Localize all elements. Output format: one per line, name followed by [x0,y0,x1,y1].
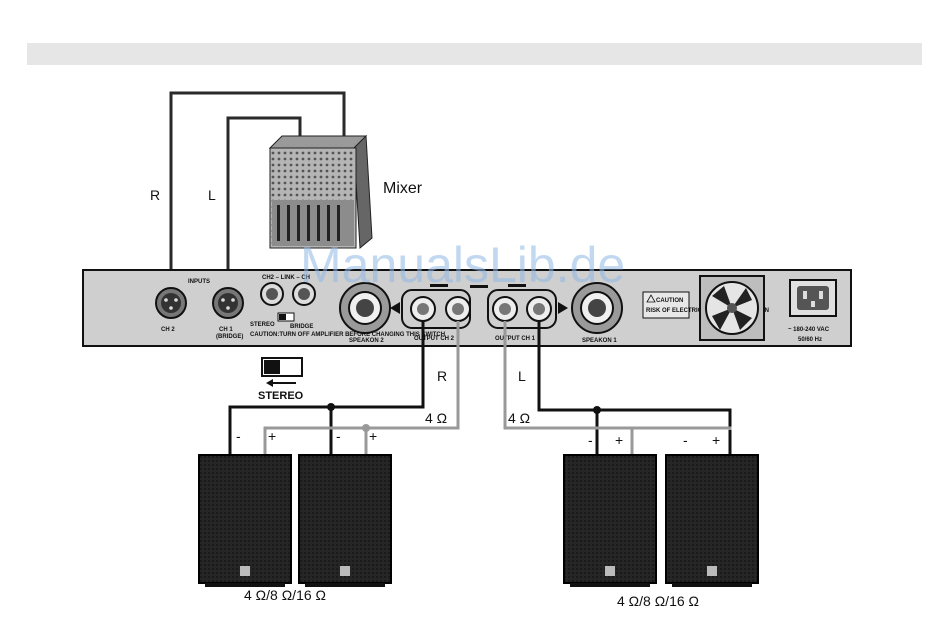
caution-label: CAUTION [656,298,683,304]
output-cables-ch2 [228,321,460,455]
xlr-input-ch1 [212,287,244,319]
speaker-2 [298,454,392,587]
caution-small-text: CAUTION:TURN OFF AMPLIFIER BEFORE CHANGI… [250,332,445,338]
svg-text:-: - [236,428,241,444]
svg-text:-: - [683,432,688,448]
caution-box [642,291,690,319]
input-ch2-label: CH 2 [161,327,175,333]
output-r-label: R [437,368,447,384]
fan-icon [699,275,765,341]
speaker-rating-right: 4 Ω/8 Ω/16 Ω [617,593,699,609]
speakon-1-label: SPEAKON 1 [582,338,617,344]
stereo-switch [261,357,303,387]
frequency-label: 50/60 Hz [798,337,822,343]
output-ch1-binding-posts [487,289,557,329]
speakon-2-connector [339,282,391,334]
link-labels: CH2 – LINK – CH [262,275,310,281]
output-cables-ch1 [503,321,732,455]
voltage-label: ~ 180-240 VAC [788,327,830,333]
xlr-input-ch2 [155,287,187,319]
cable-right-label: R [150,187,160,203]
jack-ch1 [292,282,316,306]
speaker-rating-left: 4 Ω/8 Ω/16 Ω [244,587,326,603]
cable-left-input [226,116,302,290]
mixer [268,134,373,250]
watermark: ManualsLib.de [300,237,625,293]
input-ch1-label: CH 1 [219,327,233,333]
speakon-2-label: SPEAKON 2 [349,338,384,344]
jack-ch2 [260,282,284,306]
cable-left-label: L [208,187,216,203]
speaker-4 [665,454,759,587]
svg-text:+: + [712,432,720,448]
power-socket [789,279,837,317]
impedance-left-label: 4 Ω [425,410,447,426]
speaker-3 [563,454,657,587]
mixer-label: Mixer [383,180,423,197]
stereo-switch-label: STEREO [258,390,304,402]
output-ch1-label: OUTPUT CH 1 [495,336,536,342]
mode-stereo-label: STEREO [250,322,275,328]
svg-text:-: - [336,428,341,444]
output-ch2-label: OUTPUT CH 2 [414,336,455,342]
svg-text:+: + [268,428,276,444]
amplifier-rear-panel: INPUTS CH 2 CH 1 (BRIDGE) CH2 – LINK – C… [82,269,852,347]
inputs-title: INPUTS [188,279,210,285]
cable-right-input [169,91,346,290]
svg-text:-: - [588,432,593,448]
polarity-markers: - + - + - + - + [236,428,720,448]
speakon-1-connector [571,282,623,334]
input-cables [169,91,346,290]
output-l-label: L [518,368,526,384]
speaker-1 [198,454,292,587]
svg-text:+: + [615,432,623,448]
mode-bridge-label: BRIDGE [290,324,313,330]
input-ch1-sublabel: (BRIDGE) [216,334,243,340]
top-bar [27,43,922,65]
impedance-right-label: 4 Ω [508,410,530,426]
svg-text:+: + [369,428,377,444]
